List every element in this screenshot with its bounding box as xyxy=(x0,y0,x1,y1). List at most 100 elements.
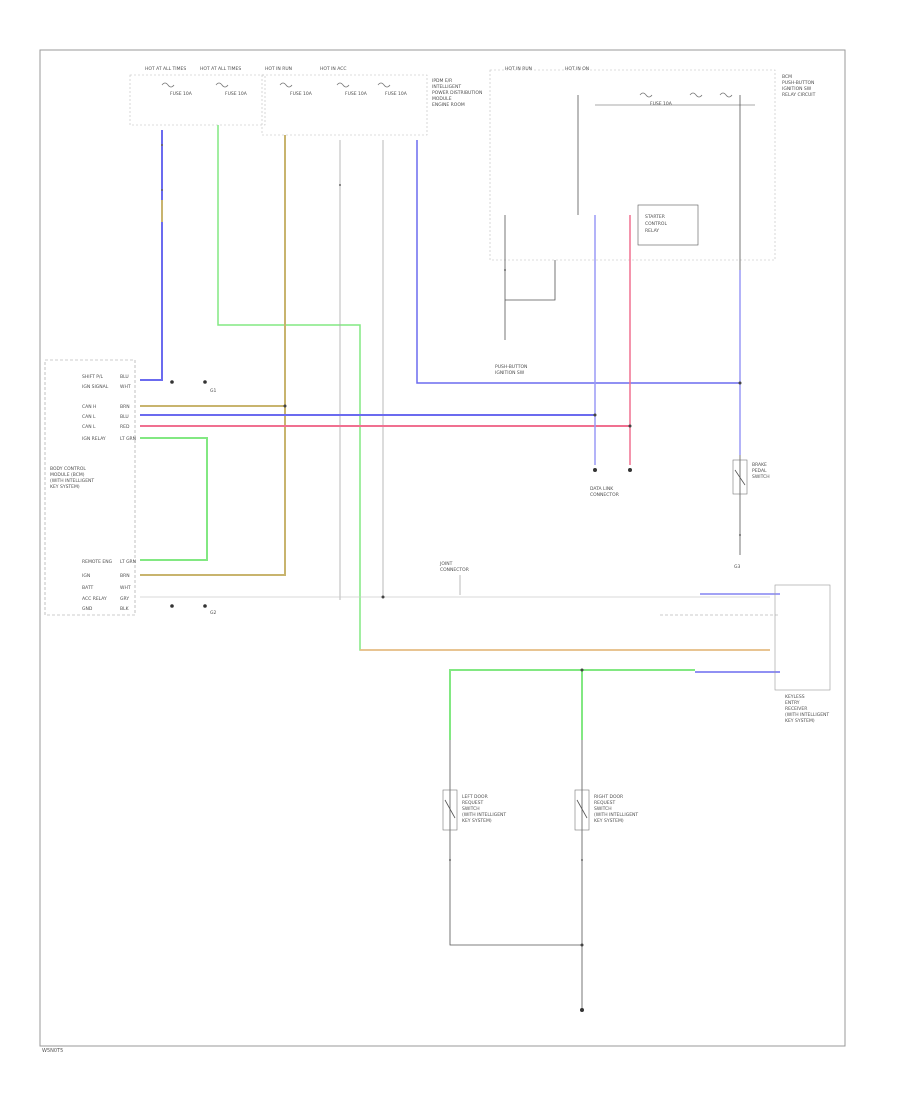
ground-terminal-icon xyxy=(580,1008,584,1012)
brake-pedal-switch: BRAKE PEDAL SWITCH xyxy=(732,459,770,495)
relay-box-label-line-3: IGNITION SW xyxy=(782,86,812,92)
bcm-pin-wire: LT GRN xyxy=(120,559,136,565)
wire-tan-vertical xyxy=(140,135,286,576)
bcm-pin-wire: BLU xyxy=(120,414,129,420)
bcm-pin-label: SHIFT P/L xyxy=(82,374,103,380)
bcm-label: BODY CONTROL MODULE (BCM) (WITH INTELLIG… xyxy=(50,466,94,490)
bcm-pin-wire: BLU xyxy=(120,374,129,380)
connector-marker xyxy=(739,534,741,536)
wire-blue-ipdm xyxy=(416,140,740,384)
bcm-label-line-2: MODULE (BCM) xyxy=(50,472,85,478)
bcm-pin-wire: LT GRN xyxy=(120,436,136,442)
switch-body xyxy=(442,789,458,831)
fuse-rating-4: FUSE 10A xyxy=(345,91,368,97)
switch-contact xyxy=(734,469,746,486)
fuse-symbol-1 xyxy=(161,82,175,88)
fuse-label-5: HOT IN RUN xyxy=(505,66,532,72)
fuse-symbol-3 xyxy=(279,82,293,88)
wire-ground-left-jog xyxy=(505,260,556,301)
ground-label: G3 xyxy=(734,564,740,570)
receiver-module-box xyxy=(774,584,831,691)
top-fuse-group: HOT AT ALL TIMES HOT AT ALL TIMES HOT IN… xyxy=(129,66,776,261)
connector-markers xyxy=(161,144,741,861)
ground-terminal-icon xyxy=(203,380,207,384)
splice-dot xyxy=(738,381,742,385)
starter-label-line-2: CONTROL xyxy=(645,221,667,227)
bcm-pins-bottom: REMOTE ENG LT GRN IGN BRN BATT WHT ACC R… xyxy=(82,559,136,612)
ipdm-label-line-2: INTELLIGENT xyxy=(432,84,461,90)
bcm-pin-label: IGN xyxy=(82,573,90,579)
push-switch-label-line-2: IGNITION SW xyxy=(495,370,525,376)
bcm-pin-label: CAN L xyxy=(82,424,96,430)
fuse-label-3: HOT IN RUN xyxy=(265,66,292,72)
bcm-pin-label: REMOTE ENG xyxy=(82,559,113,565)
ground-terminal-icon xyxy=(203,604,207,608)
fuse-rating-3: FUSE 10A xyxy=(290,91,313,97)
switch-contact xyxy=(444,799,456,819)
relay-box-label: BCM PUSH-BUTTON IGNITION SW RELAY CIRCUI… xyxy=(782,74,816,98)
fuse-box-left xyxy=(129,74,266,126)
splice-dots xyxy=(283,381,742,947)
figure-code: W5N0T5 xyxy=(42,1048,63,1054)
connector-marker xyxy=(339,184,341,186)
bcm-pin-label: CAN H xyxy=(82,404,96,410)
right-door-switch: RIGHT DOOR REQUEST SWITCH (WITH INTELLIG… xyxy=(574,789,638,831)
bcm-pin-label: IGN RELAY xyxy=(82,436,106,442)
ipdm-label-line-3: POWER DISTRIBUTION xyxy=(432,90,482,96)
fuse-box-mid xyxy=(261,74,428,136)
ipdm-label: IPDM E/R INTELLIGENT POWER DISTRIBUTION … xyxy=(432,78,482,108)
starter-label-line-1: STARTER xyxy=(645,214,665,220)
wire-green-door xyxy=(449,669,695,740)
wire-door-left-down xyxy=(449,740,582,946)
right-door-label-line-1: RIGHT DOOR xyxy=(594,794,623,800)
bcm-pin-wire: RED xyxy=(120,424,130,430)
ipdm-label-line-4: MODULE xyxy=(432,96,452,102)
connector-marker xyxy=(581,859,583,861)
left-door-label-line-3: SWITCH xyxy=(462,806,480,812)
fuse-rating-1: FUSE 10A xyxy=(170,91,193,97)
splice-dot xyxy=(580,668,584,672)
receiver-label-line-3: RECEIVER xyxy=(785,706,807,712)
receiver-label-line-4: (WITH INTELLIGENT xyxy=(785,712,829,718)
receiver-label: KEYLESS ENTRY RECEIVER (WITH INTELLIGENT… xyxy=(785,694,829,724)
brake-label-line-2: PEDAL xyxy=(752,468,767,474)
fuse-label-1: HOT AT ALL TIMES xyxy=(145,66,186,72)
fuse-label-6: HOT IN ON xyxy=(565,66,589,72)
ground-terminal-icon xyxy=(170,604,174,608)
relay-box-label-line-4: RELAY CIRCUIT xyxy=(782,92,816,98)
bcm-label-line-1: BODY CONTROL xyxy=(50,466,86,472)
splice-dot xyxy=(593,413,597,417)
bcm-pin-label: IGN SIGNAL xyxy=(82,384,109,390)
wire-blue-left xyxy=(140,130,163,381)
right-door-label-line-2: REQUEST xyxy=(594,800,616,806)
connector-marker xyxy=(449,859,451,861)
bcm-label-line-4: KEY SYSTEM) xyxy=(50,484,80,490)
bcm-pin-wire: WHT xyxy=(120,384,131,390)
starter-relay-box xyxy=(637,204,699,246)
bcm-pin-label: CAN L xyxy=(82,414,96,420)
connector-marker xyxy=(504,269,506,271)
fuse-symbol-2 xyxy=(215,82,229,88)
bcm-pin-wire: GRY xyxy=(120,596,129,602)
bcm-label-line-3: (WITH INTELLIGENT xyxy=(50,478,94,484)
ground-label: G2 xyxy=(210,610,216,616)
right-door-label-line-5: KEY SYSTEM) xyxy=(594,818,624,824)
splice-dot xyxy=(381,595,385,599)
fuse-symbol-5 xyxy=(377,82,391,88)
connector-pin-icon xyxy=(628,468,632,472)
bcm-pin-label: ACC RELAY xyxy=(82,596,107,602)
right-door-label-line-4: (WITH INTELLIGENT xyxy=(594,812,638,818)
bcm-pin-label: BATT xyxy=(82,585,93,591)
fuse-symbol-6 xyxy=(639,92,653,98)
fuse-rating-2: FUSE 10A xyxy=(225,91,248,97)
fuse-rating-5: FUSE 10A xyxy=(385,91,408,97)
receiver-label-line-2: ENTRY xyxy=(785,700,800,706)
splice-dot xyxy=(628,424,632,428)
ipdm-label-line-5: ENGINE ROOM xyxy=(432,102,465,108)
fuse-box-right xyxy=(489,69,776,261)
bcm-pin-label: GND xyxy=(82,606,93,612)
fuse-label-2: HOT AT ALL TIMES xyxy=(200,66,241,72)
bcm-pin-wire: WHT xyxy=(120,585,131,591)
connector-marker xyxy=(161,189,163,191)
